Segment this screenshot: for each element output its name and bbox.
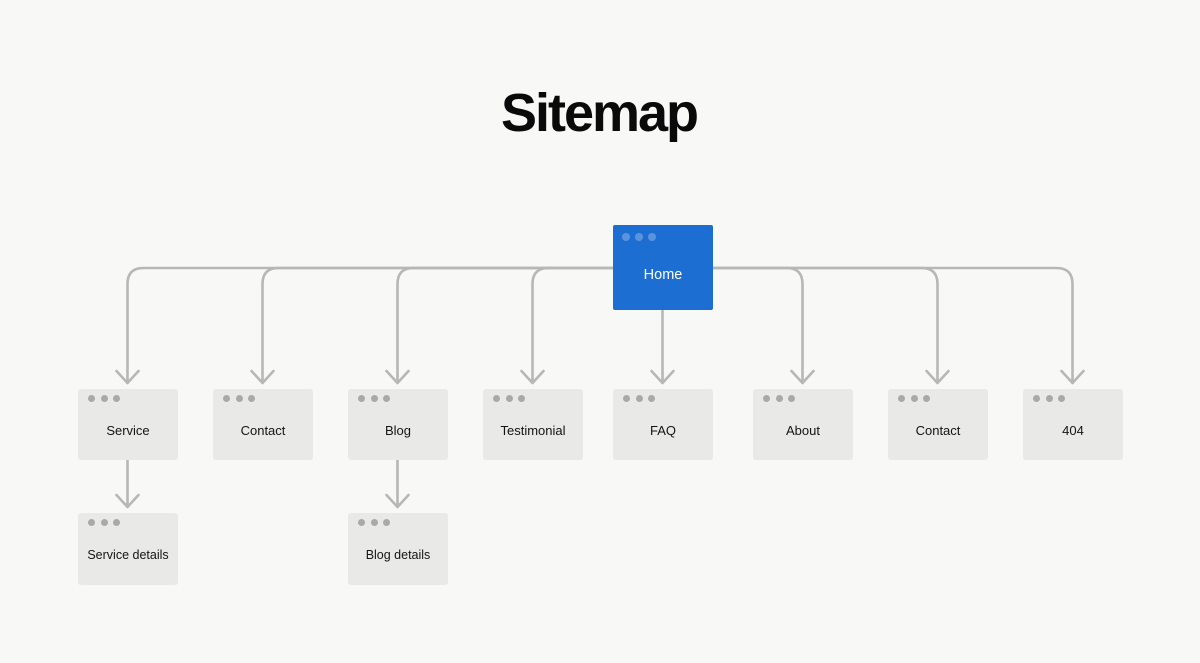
dot [518,395,525,402]
window-dots [348,513,448,526]
connector-home-testimonial [520,266,614,385]
dot [910,395,918,402]
dot [923,395,930,402]
node-label: Service details [87,547,169,562]
window-dots [1023,389,1123,402]
node-label: Contact [240,422,286,438]
node-404: 404 [1023,389,1123,460]
dot [493,395,500,402]
dot [635,395,643,402]
window-dots [78,513,178,526]
node-label: Blog [384,422,412,438]
window-dots [483,389,583,402]
window-dots [348,389,448,402]
window-dots [213,389,313,402]
dot [100,519,108,526]
dot [648,395,655,402]
node-about: About [753,389,853,460]
node-label: Testimonial [500,422,566,438]
connector-home-404 [711,266,1085,385]
dot [383,519,390,526]
node-service-details: Service details [78,513,178,585]
dot [775,395,783,402]
dot [648,233,656,241]
dot [370,395,378,402]
dot [1033,395,1040,402]
connector-service-service-details [115,458,140,509]
connector-home-contact-2 [711,266,950,385]
dot [383,395,390,402]
node-contact-2: Contact [888,389,988,460]
dot [898,395,905,402]
dot [113,519,120,526]
dot [223,395,230,402]
dot [635,233,643,241]
node-label: 404 [1062,422,1084,438]
node-blog-details: Blog details [348,513,448,585]
dot [100,395,108,402]
connector-home-blog [385,266,614,385]
connector-blog-blog-details [385,458,410,509]
dot [370,519,378,526]
node-home: Home [613,225,713,310]
dot [235,395,243,402]
node-contact-1: Contact [213,389,313,460]
dot [1058,395,1065,402]
connector-home-about [711,266,815,385]
dot [88,519,95,526]
dot [248,395,255,402]
window-dots [613,389,713,402]
dot [113,395,120,402]
dot [1045,395,1053,402]
window-dots [78,389,178,402]
dot [763,395,770,402]
node-label: Home [643,267,683,284]
node-label: Contact [915,422,961,438]
node-label: Blog details [365,547,431,562]
dot [622,233,630,241]
node-label: About [786,422,820,438]
node-blog: Blog [348,389,448,460]
dot [358,395,365,402]
window-dots [888,389,988,402]
connector-home-faq [650,308,675,385]
node-label: FAQ [649,422,676,438]
window-dots [753,389,853,402]
dot [358,519,365,526]
node-label: Service [106,422,150,438]
node-testimonial: Testimonial [483,389,583,460]
dot [788,395,795,402]
node-service: Service [78,389,178,460]
dot [623,395,630,402]
dot [88,395,95,402]
connector-home-contact-1 [250,266,614,385]
window-dots [613,225,713,241]
connector-home-service [115,266,614,385]
dot [505,395,513,402]
node-faq: FAQ [613,389,713,460]
page-title: Sitemap [500,83,699,143]
